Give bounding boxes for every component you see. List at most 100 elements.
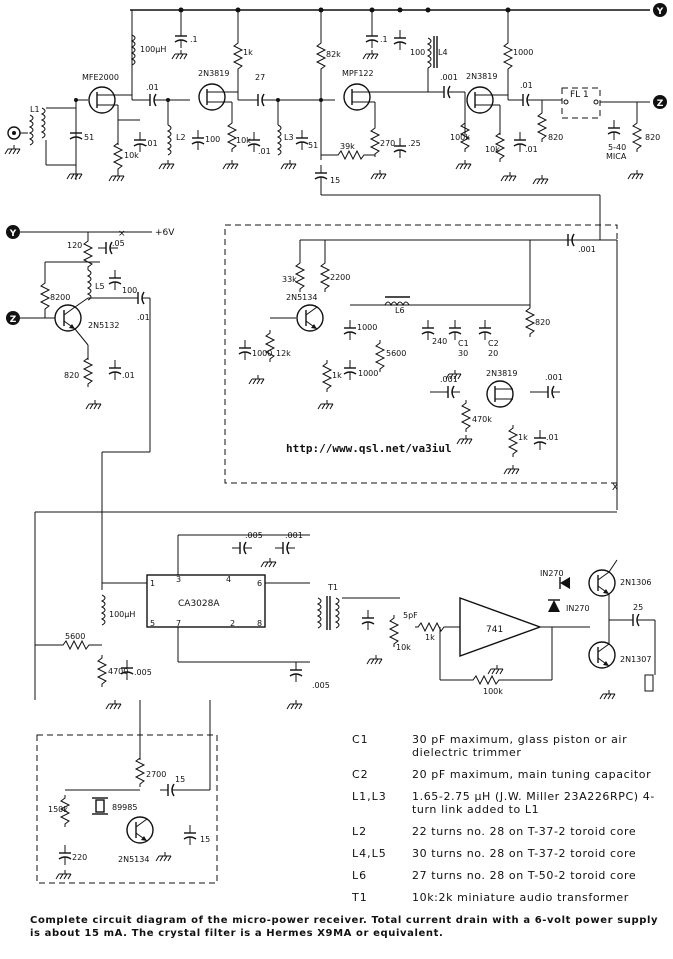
svg-text:CA3028A: CA3028A	[178, 599, 220, 609]
svg-text:L6: L6	[395, 306, 405, 315]
svg-text:6: 6	[257, 579, 262, 588]
part-ref: C1	[352, 733, 369, 746]
transistor-q9: 2N1306	[588, 569, 651, 597]
crystal-xtal: 89985	[92, 797, 137, 815]
svg-text:1k: 1k	[243, 48, 253, 57]
svg-text:5pF: 5pF	[403, 611, 418, 620]
parts-row: L2 22 turns no. 28 on T-37-2 toroid core	[352, 825, 667, 838]
transistor-q8: 2N5134	[118, 816, 154, 864]
svg-text:820: 820	[645, 133, 660, 142]
opamp-741: 741	[459, 597, 543, 657]
svg-text:15: 15	[200, 835, 210, 844]
transistor-q4: 2N3819	[466, 72, 497, 114]
svg-text:1000: 1000	[252, 349, 272, 358]
svg-text:240: 240	[432, 337, 447, 346]
svg-text:10k: 10k	[396, 643, 411, 652]
svg-text:2N5132: 2N5132	[88, 321, 119, 330]
svg-text:2N5134: 2N5134	[286, 293, 317, 302]
svg-text:1k: 1k	[332, 371, 342, 380]
svg-text:MFE2000: MFE2000	[82, 73, 119, 82]
diode-d1: IN270	[540, 569, 570, 589]
svg-text:2200: 2200	[330, 273, 350, 282]
svg-text:820: 820	[64, 371, 79, 380]
svg-text:L1: L1	[30, 105, 40, 114]
transistor-q10: 2N1307	[588, 641, 651, 669]
part-ref: L2	[352, 825, 368, 838]
svg-text:.005: .005	[134, 668, 152, 677]
svg-text:IN270: IN270	[566, 604, 590, 613]
svg-text:25: 25	[633, 603, 643, 612]
svg-text:100µH: 100µH	[109, 610, 135, 619]
svg-text:820: 820	[548, 133, 563, 142]
svg-text:100µH: 100µH	[140, 45, 166, 54]
parts-row: C1 30 pF maximum, glass piston or air die…	[352, 733, 667, 759]
svg-text:100k: 100k	[450, 133, 470, 142]
svg-text:L4: L4	[438, 48, 448, 57]
svg-text:100k: 100k	[483, 687, 503, 696]
source-url: http://www.qsl.net/va3iul	[286, 442, 452, 455]
svg-text:15: 15	[175, 775, 185, 784]
part-ref: L6	[352, 869, 368, 882]
svg-text:220: 220	[72, 853, 87, 862]
part-desc: 30 pF maximum, glass piston or air diele…	[412, 733, 628, 759]
svg-text:IN270: IN270	[540, 569, 564, 578]
svg-text:Y: Y	[656, 7, 664, 17]
svg-text:150k: 150k	[48, 805, 68, 814]
svg-text:820: 820	[535, 318, 550, 327]
svg-text:2N3819: 2N3819	[486, 369, 517, 378]
svg-text:.01: .01	[258, 147, 271, 156]
svg-text:FL 1: FL 1	[570, 90, 589, 100]
svg-text:20: 20	[488, 349, 498, 358]
svg-text:.1: .1	[190, 35, 198, 44]
svg-text:.005: .005	[312, 681, 330, 690]
part-desc: 27 turns no. 28 on T-50-2 toroid core	[412, 869, 637, 882]
svg-text:5600: 5600	[386, 349, 406, 358]
svg-text:2N3819: 2N3819	[466, 72, 497, 81]
svg-text:1000: 1000	[358, 369, 378, 378]
node-y-top: Y	[653, 3, 667, 17]
svg-text:1k: 1k	[518, 433, 528, 442]
svg-text:X: X	[612, 483, 618, 493]
svg-text:T1: T1	[327, 583, 338, 592]
part-desc: 22 turns no. 28 on T-37-2 toroid core	[412, 825, 637, 838]
svg-text:.001: .001	[545, 373, 563, 382]
svg-text:C1: C1	[458, 339, 469, 348]
svg-text:L3: L3	[284, 133, 294, 142]
svg-text:L2: L2	[176, 133, 186, 142]
svg-text:MPF122: MPF122	[342, 69, 374, 78]
svg-text:100: 100	[205, 135, 220, 144]
svg-text:.01: .01	[122, 371, 135, 380]
svg-text:.001: .001	[578, 245, 596, 254]
svg-text:741: 741	[486, 625, 503, 635]
svg-text:51: 51	[308, 141, 318, 150]
svg-text:2N3819: 2N3819	[198, 69, 229, 78]
diode-d2: IN270	[548, 599, 590, 613]
svg-text:5-40: 5-40	[608, 143, 626, 152]
svg-text:C2: C2	[488, 339, 499, 348]
svg-text:.1: .1	[380, 35, 388, 44]
svg-text:2N1307: 2N1307	[620, 655, 651, 664]
svg-text:.001: .001	[285, 531, 303, 540]
svg-text:.01: .01	[137, 313, 150, 322]
transistor-q1: MFE2000	[82, 73, 119, 114]
svg-text:Z: Z	[10, 315, 17, 325]
part-ref: T1	[352, 891, 368, 904]
svg-text:2700: 2700	[146, 770, 166, 779]
svg-text:470k: 470k	[472, 415, 492, 424]
svg-text:Y: Y	[9, 229, 17, 239]
svg-text:10k: 10k	[485, 145, 500, 154]
svg-text:.01: .01	[146, 83, 159, 92]
part-ref: L4,L5	[352, 847, 387, 860]
svg-text:L5: L5	[95, 282, 105, 291]
svg-text:2: 2	[230, 619, 235, 628]
svg-text:.001: .001	[440, 375, 458, 384]
svg-text:.25: .25	[408, 139, 421, 148]
svg-text:1000: 1000	[357, 323, 377, 332]
transistor-q5: 2N5132	[54, 304, 119, 332]
svg-text:1k: 1k	[425, 633, 435, 642]
inductor-l6: L6	[384, 296, 410, 315]
